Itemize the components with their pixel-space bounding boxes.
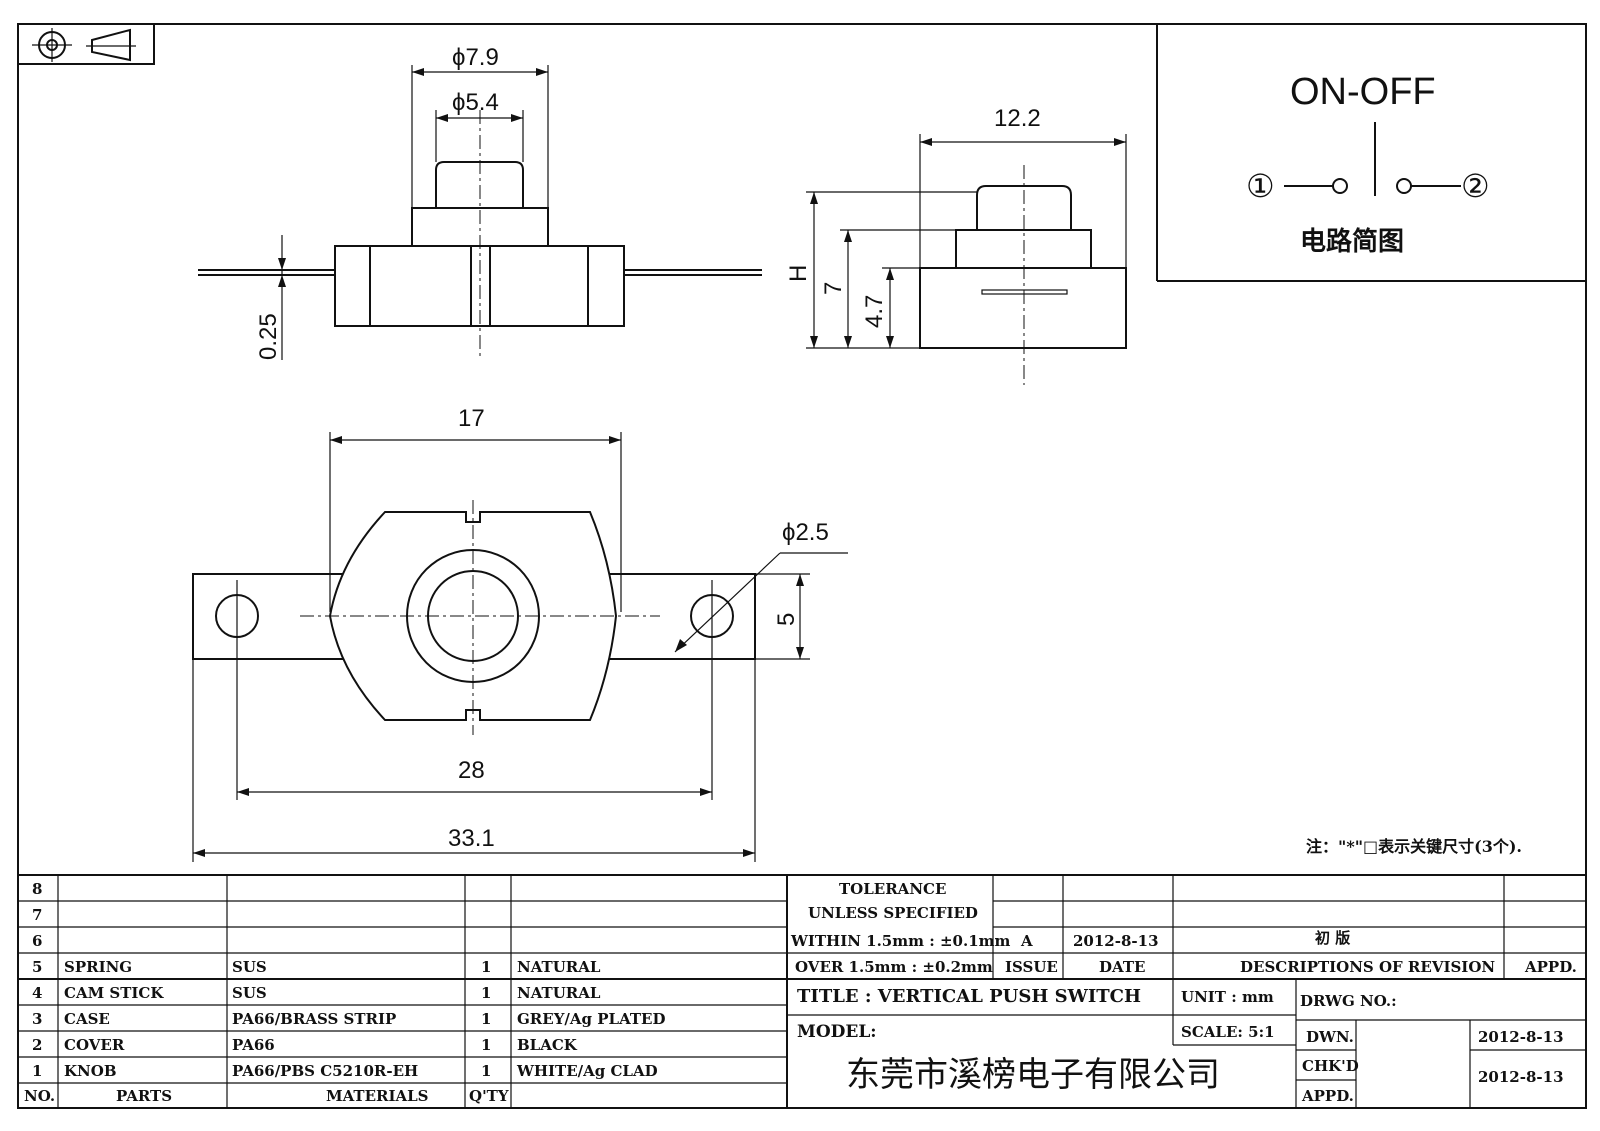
bom-no: 8 xyxy=(32,880,42,898)
dim-height-4-7: 4.7 xyxy=(861,295,888,328)
bom-finish: WHITE/Ag CLAD xyxy=(516,1062,658,1080)
revision-description: 初 版 xyxy=(1315,929,1350,947)
dim-hole-pitch-28: 28 xyxy=(458,757,485,784)
dim-dia-7-9: ϕ7.9 xyxy=(452,44,499,71)
dim-hole-dia-2-5: ϕ2.5 xyxy=(782,519,829,546)
revision-date-label: DATE xyxy=(1099,958,1145,976)
dim-height-h: H xyxy=(785,265,812,282)
bom-finish: NATURAL xyxy=(517,958,601,976)
schematic-box xyxy=(1156,24,1586,282)
bom-header-qty: Q'TY xyxy=(469,1087,509,1105)
revision-desc-label: DESCRIPTIONS OF REVISION xyxy=(1240,958,1495,976)
scale-label: SCALE: 5:1 xyxy=(1181,1023,1275,1041)
bom-qty: 1 xyxy=(481,1036,491,1054)
tolerance-line-2: UNLESS SPECIFIED xyxy=(808,904,978,922)
front-view xyxy=(198,65,762,360)
bom-material: PA66 xyxy=(232,1036,275,1054)
revision-block: A 2012-8-13 初 版 ISSUE DATE DESCRIPTIONS … xyxy=(1005,929,1577,976)
terminal-2-label: ② xyxy=(1461,167,1490,205)
bom-part: CAM STICK xyxy=(64,984,164,1002)
checked-by-label: CHK'D xyxy=(1302,1057,1359,1075)
bom-part: COVER xyxy=(64,1036,125,1054)
drawn-date: 2012-8-13 xyxy=(1478,1028,1564,1046)
dim-thickness-0-25: 0.25 xyxy=(255,313,282,360)
switch-type-title: ON-OFF xyxy=(1290,71,1436,113)
bom-material: SUS xyxy=(232,958,267,976)
dim-width-12-2: 12.2 xyxy=(994,105,1041,132)
bom-no: 2 xyxy=(32,1036,42,1054)
title-block-grid xyxy=(18,874,1586,1108)
revision-issue: A xyxy=(1020,932,1033,950)
title-block: TITLE : VERTICAL PUSH SWITCH UNIT : mm D… xyxy=(797,986,1564,1105)
dim-width-17: 17 xyxy=(458,405,485,432)
model-label: MODEL: xyxy=(797,1022,877,1042)
bom-qty: 1 xyxy=(481,984,491,1002)
bom-no: 6 xyxy=(32,932,42,950)
bom-part: SPRING xyxy=(64,958,132,976)
dim-overall-33-1: 33.1 xyxy=(448,825,495,852)
bom-finish: BLACK xyxy=(517,1036,578,1054)
unit-label: UNIT : mm xyxy=(1181,988,1274,1006)
bom-part: CASE xyxy=(64,1010,110,1028)
drawing-number-label: DRWG NO.: xyxy=(1300,992,1397,1010)
revision-appd-label: APPD. xyxy=(1524,958,1577,976)
bom-header-parts: PARTS xyxy=(116,1087,172,1105)
drawing-border xyxy=(17,23,1587,1109)
revision-date: 2012-8-13 xyxy=(1073,932,1159,950)
schematic-caption: 电路简图 xyxy=(1300,226,1404,257)
critical-dimension-note: 注："*"□表示关键尺寸(3个). xyxy=(1306,837,1522,856)
bom-material: PA66/BRASS STRIP xyxy=(232,1010,396,1028)
bom-no: 4 xyxy=(32,984,42,1002)
approved-by-label: APPD. xyxy=(1301,1087,1354,1105)
bom-header-materials: MATERIALS xyxy=(326,1087,429,1105)
dim-height-7: 7 xyxy=(820,282,847,295)
drawn-by-label: DWN. xyxy=(1306,1028,1354,1046)
bom-part: KNOB xyxy=(64,1062,117,1080)
revision-issue-label: ISSUE xyxy=(1005,958,1058,976)
tolerance-block: TOLERANCE UNLESS SPECIFIED WITHIN 1.5mm … xyxy=(790,880,1011,976)
bom-no: 5 xyxy=(32,958,42,976)
drawing-title: TITLE : VERTICAL PUSH SWITCH xyxy=(797,986,1141,1007)
bom-finish: NATURAL xyxy=(517,984,601,1002)
tolerance-line-3: WITHIN 1.5mm : ±0.1mm xyxy=(790,932,1011,950)
bom-material: PA66/PBS C5210R-EH xyxy=(232,1062,418,1080)
projection-symbol xyxy=(17,23,155,65)
bom-finish: GREY/Ag PLATED xyxy=(517,1010,666,1028)
dim-tab-width-5: 5 xyxy=(773,613,800,626)
bom-qty: 1 xyxy=(481,1010,491,1028)
bom-qty: 1 xyxy=(481,1062,491,1080)
bom-no: 7 xyxy=(32,906,42,924)
bom-no: 3 xyxy=(32,1010,42,1028)
bom-no: 1 xyxy=(32,1062,42,1080)
checked-date: 2012-8-13 xyxy=(1478,1068,1564,1086)
bom-table: 8 7 6 5 SPRING SUS 1 NATURAL 4 CAM STICK… xyxy=(24,880,666,1105)
bom-qty: 1 xyxy=(481,958,491,976)
tolerance-line-4: OVER 1.5mm : ±0.2mm xyxy=(795,958,993,976)
plan-view xyxy=(192,432,848,862)
terminal-1-label: ① xyxy=(1246,167,1275,205)
company-name: 东莞市溪榜电子有限公司 xyxy=(846,1056,1220,1094)
tolerance-line-1: TOLERANCE xyxy=(839,880,946,898)
dim-dia-5-4: ϕ5.4 xyxy=(452,89,499,116)
bom-material: SUS xyxy=(232,984,267,1002)
side-view xyxy=(806,134,1127,385)
bom-header-no: NO. xyxy=(24,1087,55,1105)
